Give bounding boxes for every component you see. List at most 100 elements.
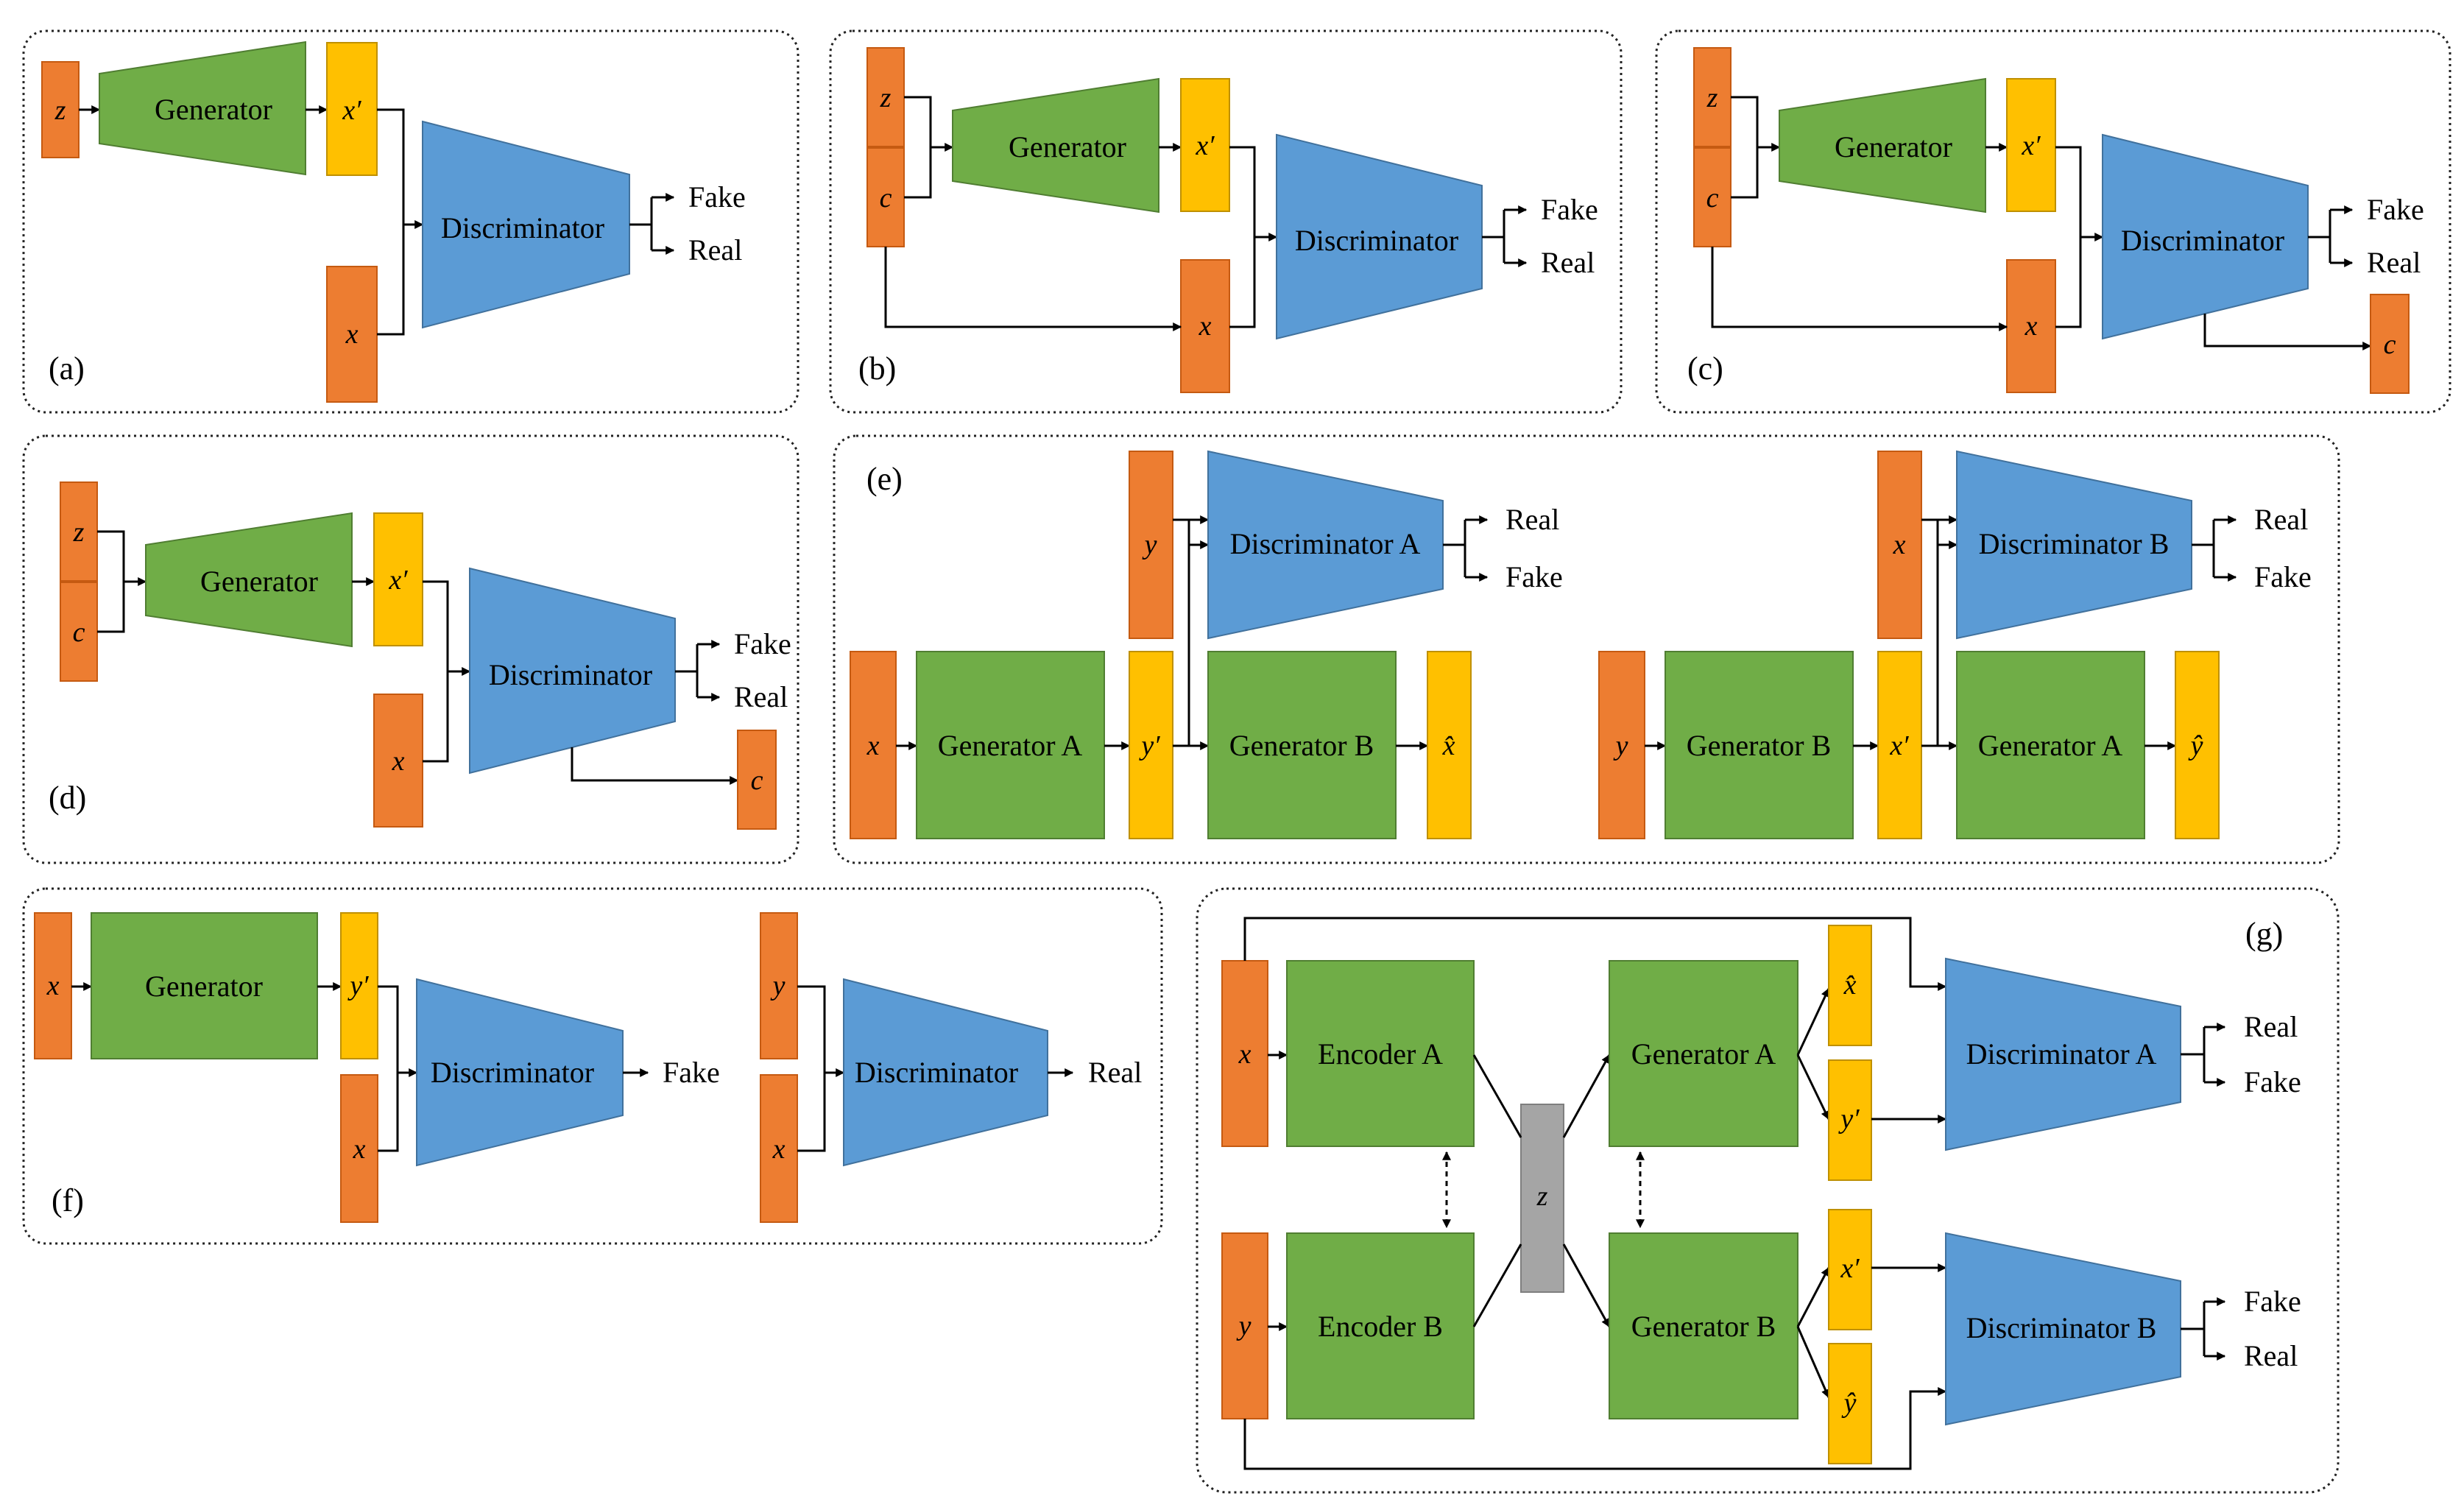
c-label: c	[73, 617, 85, 648]
c-label: c	[1706, 183, 1719, 214]
discriminator-block	[469, 567, 676, 775]
merge-line	[378, 985, 399, 1152]
panel-a: z Generator x′ x Discriminator Fake Real…	[22, 29, 799, 414]
generator-label: Generator	[1835, 130, 1952, 163]
c-input-block	[60, 582, 98, 682]
discriminator-label: Discriminator	[855, 1056, 1018, 1089]
merge-line	[1173, 518, 1190, 747]
x-label: x	[2024, 311, 2038, 342]
generator-a-block	[916, 651, 1105, 839]
z-label: z	[1706, 82, 1718, 113]
latent-z-block	[1520, 1104, 1564, 1293]
y-label: y	[1236, 1310, 1252, 1341]
real-label: Real	[2254, 503, 2308, 536]
panel-c-label: (c)	[1687, 350, 1723, 387]
x-prime-block	[1828, 1209, 1872, 1330]
c-output-block	[2370, 294, 2410, 394]
z-input-block	[60, 481, 98, 582]
x-input-block	[850, 651, 897, 839]
generator-a-block	[1609, 960, 1798, 1147]
output-split	[1443, 520, 1466, 577]
fake-label: Fake	[734, 627, 791, 660]
c-output-block	[737, 730, 777, 830]
x-input-block	[340, 1074, 378, 1223]
latent-z-label: z	[1536, 1181, 1548, 1212]
arrow-to-class-output	[2203, 314, 2372, 350]
z-label: z	[54, 95, 66, 126]
panel-g: (g) x y Encoder A Encoder B z Generator …	[1196, 887, 2340, 1494]
x-prime-label: x′	[1195, 130, 1215, 161]
y-prime-label: y′	[347, 970, 369, 1001]
discriminator-block	[416, 978, 624, 1167]
discriminator-b-label: Discriminator B	[1979, 527, 2170, 560]
discriminator-label: Discriminator	[489, 658, 652, 691]
discriminator-a-block	[1945, 957, 2181, 1151]
discriminator-a-label: Discriminator A	[1966, 1037, 2157, 1070]
panel-f-label: (f)	[52, 1182, 84, 1218]
real-label: Real	[688, 233, 742, 267]
arrow-generator-b-to-xprime	[1796, 1266, 1830, 1327]
generator-label: Generator	[155, 93, 272, 126]
arrow-z-to-generator-b	[1562, 1243, 1611, 1328]
panel-b-frame	[829, 29, 1623, 414]
y-label: y	[1613, 730, 1628, 761]
discriminator-label: Discriminator	[2121, 224, 2284, 257]
merge-line	[797, 985, 826, 1152]
panel-d: z c Generator x′ x Discriminator Fake Re…	[22, 434, 799, 864]
generator-block	[145, 512, 353, 648]
generator-a-label: Generator A	[1631, 1037, 1776, 1070]
discriminator-b-block	[1945, 1232, 2181, 1426]
x-hat-label: x̂	[1843, 970, 1857, 1001]
arrow-to-class-output	[571, 747, 739, 785]
panel-d-label: (d)	[49, 780, 86, 816]
arrow-y-to-discriminator-b	[1243, 1387, 1947, 1470]
discriminator-label: Discriminator	[1295, 224, 1458, 257]
x-prime-label: x′	[1840, 1253, 1860, 1284]
output-split-b	[2181, 1302, 2206, 1356]
panel-f: x Generator y′ x Discriminator Fake y x …	[22, 887, 1163, 1245]
generator-block	[99, 40, 306, 176]
panel-e: (e) x Generator A y′ y Discriminator A R…	[833, 434, 2340, 864]
x-input-block	[34, 912, 72, 1059]
fake-label: Fake	[2367, 193, 2424, 226]
discriminator-b-label: Discriminator B	[1966, 1311, 2157, 1344]
y-input-block	[1129, 451, 1173, 639]
c-output-label: c	[751, 765, 763, 796]
x-prime-label: x′	[1889, 730, 1909, 761]
generator-b-block	[1609, 1232, 1798, 1419]
c-output-label: c	[2384, 329, 2396, 360]
discriminator-a-label: Discriminator A	[1230, 527, 1421, 560]
x-label: x	[1199, 311, 1212, 342]
x-hat-block	[1427, 651, 1472, 839]
panel-a-frame	[22, 29, 799, 414]
arrow-generator-a-to-yprime	[1796, 1054, 1830, 1121]
generator-a-label: Generator A	[938, 729, 1083, 762]
fake-label: Fake	[2244, 1285, 2301, 1318]
fake-label: Fake	[1505, 560, 1563, 593]
generator-label: Generator	[145, 970, 263, 1003]
merge-line	[1921, 518, 1939, 747]
x-input-block	[1180, 259, 1230, 393]
real-label: Real	[2244, 1010, 2298, 1043]
x-prime-block	[2006, 78, 2056, 212]
real-label: Real	[1088, 1056, 1142, 1089]
arrow-c-to-x	[884, 247, 1182, 331]
generator-b-label: Generator B	[1229, 729, 1374, 762]
output-split	[2308, 210, 2331, 263]
line-encoder-b-to-z	[1472, 1243, 1522, 1327]
discriminator-block	[422, 120, 630, 329]
merge-zc	[1731, 96, 1759, 199]
x-label: x	[1238, 1039, 1252, 1070]
panel-c-frame	[1655, 29, 2451, 414]
output-split	[629, 197, 653, 250]
line-encoder-a-to-z	[1472, 1054, 1522, 1138]
x-prime-block	[326, 42, 378, 176]
discriminator-block	[2102, 133, 2309, 340]
merge-line	[423, 580, 449, 763]
merge-zc	[904, 96, 932, 199]
y-hat-block	[2175, 651, 2220, 839]
z-label: z	[73, 517, 85, 548]
x-input-block	[760, 1074, 798, 1223]
discriminator-b-block	[1956, 450, 2192, 640]
